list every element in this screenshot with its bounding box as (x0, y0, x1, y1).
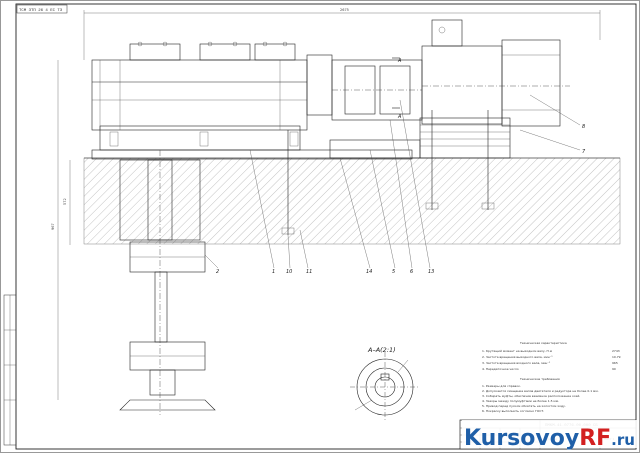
section-marker-top: A (397, 58, 402, 64)
top-left-stamp: ТСМ ЗТП 26 4 ЕС ТЗ (16, 4, 68, 14)
req-1: 1. Размеры для справок. (482, 384, 521, 388)
callout-11: 11 (306, 269, 312, 275)
spec-2-value: 10.79 (612, 355, 621, 359)
spec-3-text: 3. Частота вращения входного вала, мин⁻¹ (482, 361, 551, 365)
spec-4-text: 4. Передаточное число (482, 367, 519, 371)
section-view: А–А(2:1) (350, 346, 420, 422)
callout-13: 13 (428, 269, 434, 275)
inner-frame (15, 3, 637, 450)
spec-2-text: 2. Частота вращения выходного вала, мин⁻… (482, 355, 553, 359)
overall-dimension: 2675 (83, 8, 601, 60)
tech-requirements: Технические требования 1. Размеры для сп… (482, 377, 599, 413)
callout-1: 1 (272, 269, 275, 275)
callout-5: 5 (392, 269, 395, 275)
spec-3-value: 965 (612, 361, 618, 365)
electric-motor (421, 19, 570, 127)
req-5: 5. Привод перед пуском обкатать на холос… (482, 404, 566, 408)
req-3: 3. Собирать муфты, обеспечив взаимное ра… (482, 394, 580, 398)
dim-left-text: 967 (51, 223, 55, 230)
section-marker-bottom: A (397, 114, 402, 120)
output-shaft-assembly (119, 150, 216, 415)
foundation (83, 157, 621, 245)
section-marker: A A (392, 57, 402, 120)
req-6: 6. Покраску выполнить согласно ГОСТ. (482, 409, 544, 413)
watermark-part1: Kursovoy (464, 426, 579, 451)
tech-req-title: Технические требования (519, 377, 560, 381)
tech-specs: Техническая характеристика 1. Крутящий м… (482, 341, 621, 371)
watermark-part3: .ru (611, 431, 635, 449)
svg-text:KursovoyRF.ru: KursovoyRF.ru (464, 426, 635, 451)
callout-labels: 2 1 10 11 14 5 6 13 7 8 (216, 124, 586, 275)
req-4: 4. Зазоры между полумуфтами не более 1.5… (482, 399, 559, 403)
left-dimensions: 967 572 (51, 60, 71, 400)
overall-dimension-text: 2675 (340, 8, 349, 12)
coupling (331, 59, 423, 121)
stamp-code: ТСМ ЗТП 26 4 ЕС ТЗ (19, 9, 63, 13)
left-margin-table (3, 294, 17, 446)
callout-10: 10 (286, 269, 292, 275)
anchor-bolts (281, 110, 495, 235)
tech-specs-title: Техническая характеристика (519, 341, 567, 345)
gearbox (91, 41, 333, 151)
callout-14: 14 (366, 269, 372, 275)
watermark: KursovoyRF.ru (462, 420, 637, 451)
dim-mid-text: 572 (63, 198, 67, 205)
watermark-part2: RF (579, 426, 611, 451)
spec-1-value: 2743 (612, 349, 620, 353)
callout-6: 6 (410, 269, 413, 275)
callout-8: 8 (582, 124, 585, 130)
spec-4-value: 90 (612, 367, 616, 371)
callout-7: 7 (582, 149, 586, 155)
section-view-title: А–А(2:1) (367, 346, 396, 354)
callout-leaders (204, 94, 581, 269)
req-2: 2. Допускается смещение валов двигателя … (482, 389, 599, 393)
spec-1-text: 1. Крутящий момент на выходном валу, Н·м (482, 349, 552, 353)
callout-2: 2 (216, 269, 219, 275)
